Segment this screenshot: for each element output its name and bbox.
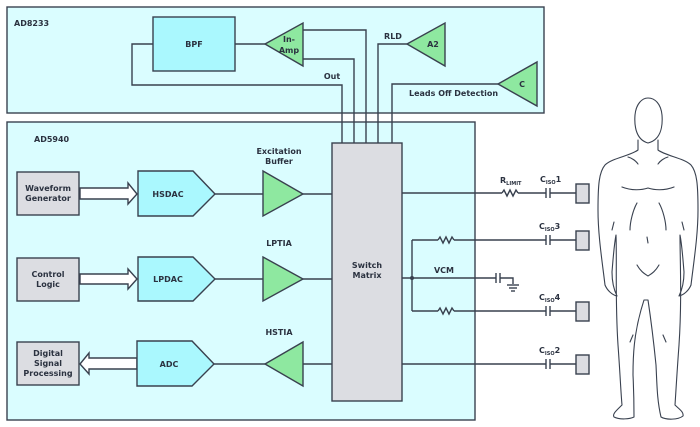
hstia-label: HSTIA bbox=[265, 328, 293, 337]
ch4-resistor-icon bbox=[437, 306, 455, 316]
control-label-1: Control bbox=[31, 270, 64, 279]
arrow-waveform-hsdac bbox=[79, 181, 138, 206]
ciso4-sub: ISO bbox=[545, 298, 555, 304]
wire-rld bbox=[377, 43, 407, 143]
ciso1-main: C bbox=[540, 175, 546, 184]
waveform-label-1: Waveform bbox=[25, 184, 71, 193]
inamp-label-1: In- bbox=[283, 35, 295, 44]
wire-out bbox=[131, 43, 343, 143]
rlimit-main: R bbox=[500, 176, 506, 185]
human-body-icon bbox=[597, 97, 699, 420]
dsp-label-2: Signal bbox=[34, 359, 62, 368]
arrow-adc-dsp bbox=[79, 351, 138, 376]
excitation-buffer-triangle bbox=[262, 169, 305, 218]
bpf-label: BPF bbox=[185, 40, 202, 49]
ad8233-panel bbox=[6, 6, 545, 114]
hsdac-label: HSDAC bbox=[152, 190, 183, 199]
inamp-label-2: Amp bbox=[279, 46, 300, 55]
wire-inamp-in1 bbox=[303, 29, 367, 143]
electrode-1 bbox=[575, 183, 590, 204]
ciso1-num: 1 bbox=[556, 175, 562, 184]
adc-label: ADC bbox=[160, 360, 179, 369]
electrode-2 bbox=[575, 354, 590, 375]
ad5940-title: AD5940 bbox=[34, 135, 70, 144]
switch-matrix-block bbox=[331, 142, 403, 402]
ciso2-sub: ISO bbox=[545, 351, 555, 357]
excitation-label-2: Buffer bbox=[265, 157, 293, 166]
ciso3-sub: ISO bbox=[545, 227, 555, 233]
inamp-triangle bbox=[263, 21, 304, 68]
switch-label-1: Switch bbox=[352, 261, 382, 270]
rld-label: RLD bbox=[384, 32, 402, 41]
ground-icon bbox=[507, 284, 519, 292]
dsp-block bbox=[16, 341, 80, 386]
ciso3-main: C bbox=[539, 222, 545, 231]
electrode-3 bbox=[575, 230, 590, 251]
control-logic-block bbox=[16, 257, 80, 302]
ciso1-sub: ISO bbox=[546, 180, 556, 186]
dsp-label-3: Processing bbox=[23, 369, 72, 378]
rlimit-label: RLIMIT bbox=[500, 176, 522, 187]
c-triangle bbox=[496, 60, 538, 108]
c-label: C bbox=[519, 80, 525, 89]
lpdac-block bbox=[137, 256, 216, 302]
vcm-label: VCM bbox=[434, 266, 454, 275]
lptia-triangle bbox=[262, 255, 305, 303]
rlimit-sub: LIMIT bbox=[506, 181, 522, 187]
bpf-block bbox=[152, 16, 236, 72]
out-label: Out bbox=[324, 72, 340, 81]
control-label-2: Logic bbox=[36, 280, 60, 289]
lptia-label: LPTIA bbox=[266, 239, 292, 248]
adc-block bbox=[136, 340, 215, 387]
ciso2-num: 2 bbox=[555, 346, 561, 355]
leads-off-label: Leads Off Detection bbox=[409, 89, 498, 98]
electrode-4 bbox=[575, 301, 590, 322]
excitation-label-1: Excitation bbox=[256, 147, 301, 156]
ch3-resistor-icon bbox=[437, 235, 455, 245]
a2-triangle bbox=[405, 21, 446, 68]
rlimit-resistor-icon bbox=[501, 188, 519, 198]
hsdac-block bbox=[137, 170, 216, 217]
ciso2-label: CISO2 bbox=[539, 346, 560, 357]
ciso2-main: C bbox=[539, 346, 545, 355]
ciso3-num: 3 bbox=[555, 222, 561, 231]
ciso3-label: CISO3 bbox=[539, 222, 560, 233]
ciso4-main: C bbox=[539, 293, 545, 302]
wire-leads-off bbox=[391, 83, 498, 143]
arrow-control-lpdac bbox=[79, 267, 138, 291]
wire-ground bbox=[500, 277, 514, 284]
ciso4-label: CISO4 bbox=[539, 293, 561, 304]
waveform-generator-block bbox=[16, 171, 80, 216]
ciso1-label: CISO1 bbox=[540, 175, 562, 186]
wire-inamp-in2 bbox=[303, 58, 355, 143]
ciso4-num: 4 bbox=[555, 293, 561, 302]
lpdac-label: LPDAC bbox=[153, 275, 183, 284]
ad8233-title: AD8233 bbox=[14, 19, 49, 28]
waveform-label-2: Generator bbox=[25, 194, 71, 203]
dsp-label-1: Digital bbox=[33, 349, 63, 358]
a2-label: A2 bbox=[427, 40, 439, 49]
switch-label-2: Matrix bbox=[352, 271, 382, 280]
